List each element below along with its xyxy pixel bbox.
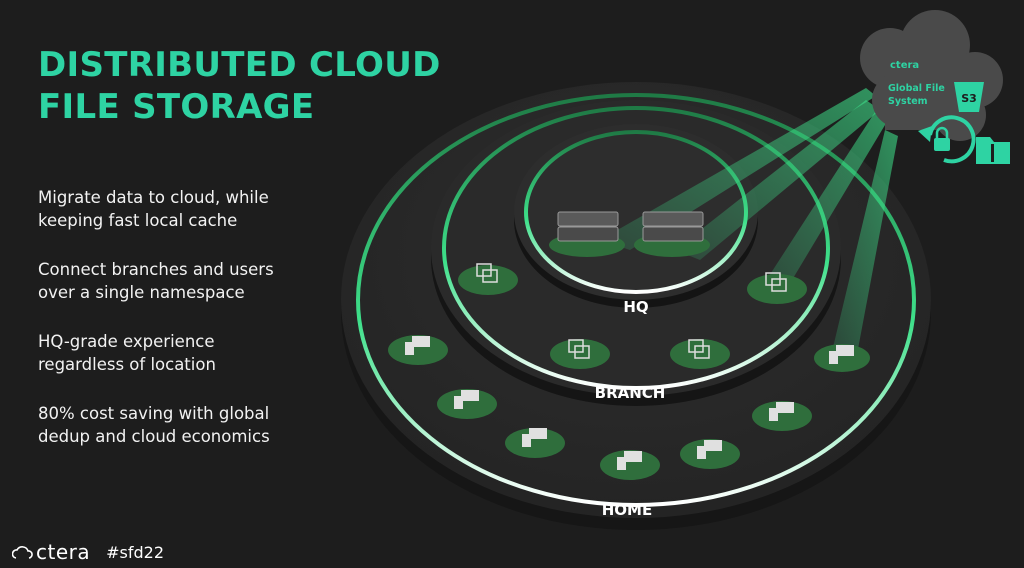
hq-label: HQ <box>623 298 648 316</box>
bullet-item: Connect branches and users over a single… <box>38 260 274 302</box>
home-ring <box>356 93 916 507</box>
cloud-label-line2: System <box>888 96 928 107</box>
branch-node <box>670 339 730 369</box>
cloud-connection-beams <box>600 88 898 365</box>
home-user-node <box>680 439 740 469</box>
home-user-node <box>388 335 448 365</box>
home-user-node <box>814 344 870 372</box>
slide-title-line1: DISTRIBUTED CLOUD <box>38 45 441 85</box>
home-user-node <box>505 428 565 458</box>
bullet-list: Migrate data to cloud, while keeping fas… <box>38 186 338 474</box>
cloud-brand-logo: ctera <box>890 60 919 71</box>
home-label: HOME <box>602 501 652 519</box>
home-user-node <box>600 450 660 480</box>
home-user-node <box>752 401 812 431</box>
footer-brand-logo: ctera <box>36 540 91 564</box>
cloud-label-line1: Global File <box>888 83 945 94</box>
branch-node <box>458 263 518 295</box>
sync-lock-icon <box>918 115 976 164</box>
branch-label: BRANCH <box>595 384 666 402</box>
bullet-item: HQ-grade experience regardless of locati… <box>38 332 216 374</box>
footer-hashtag: #sfd22 <box>106 542 165 562</box>
slide-title-line2: FILE STORAGE <box>38 87 315 127</box>
ctera-cloud-icon <box>12 546 33 559</box>
branch-ring <box>442 106 830 390</box>
svg-text:S3: S3 <box>961 92 977 105</box>
hq-server-node <box>549 211 625 257</box>
footer: ctera #sfd22 <box>12 540 164 564</box>
branch-node <box>747 272 807 304</box>
home-user-node <box>437 389 497 419</box>
slide-title: DISTRIBUTED CLOUD FILE STORAGE <box>38 44 441 128</box>
bullet-item: 80% cost saving with global dedup and cl… <box>38 404 270 446</box>
branch-node <box>550 339 610 369</box>
s3-bucket-icon: S3 <box>954 82 984 112</box>
archive-folder-icon <box>976 137 1010 164</box>
hq-server-node <box>634 211 710 257</box>
bullet-item: Migrate data to cloud, while keeping fas… <box>38 188 269 230</box>
